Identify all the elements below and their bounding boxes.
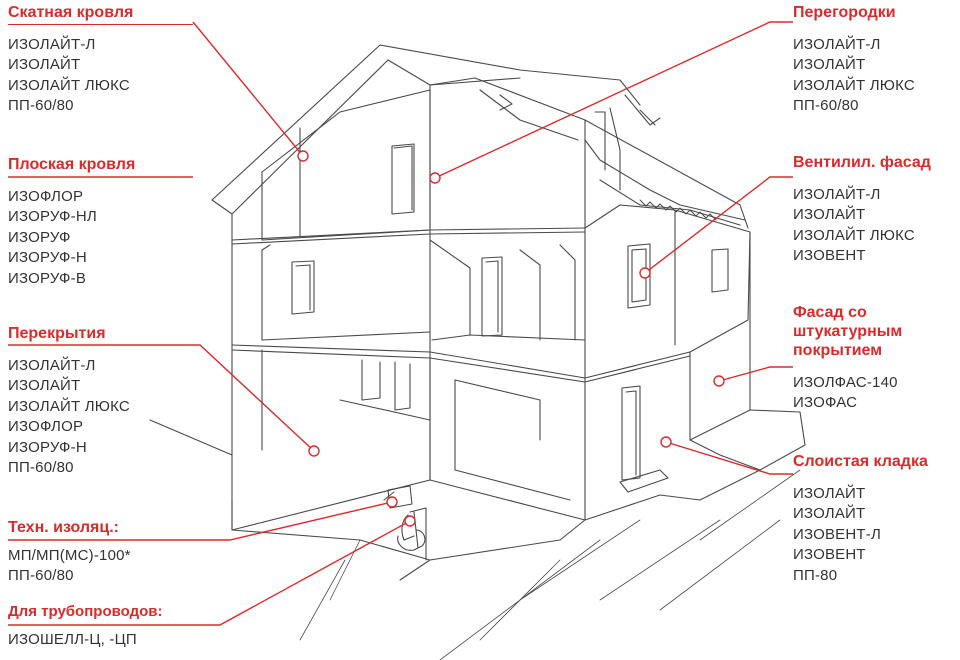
list-item: ПП-60/80 (8, 97, 74, 115)
item-list: ИЗОЛАЙТ-Л ИЗОЛАЙТ ИЗОЛАЙТ ЛЮКС ПП-60/80 (8, 35, 193, 117)
group-title: Слоистая кладка (793, 453, 928, 470)
item-list: ИЗОЛАЙТ-Л ИЗОЛАЙТ ИЗОЛАЙТ ЛЮКС ИЗОФЛОР И… (8, 356, 193, 478)
list-item: ИЗОРУФ-НЛ (8, 208, 97, 226)
list-item: ИЗОЛАЙТ ЛЮКС (8, 397, 130, 415)
list-item: МП/МП(МС)-100* (8, 547, 131, 564)
group-title-line: Фасад со (793, 304, 867, 321)
list-item: ИЗОЛАЙТ (8, 56, 81, 74)
list-item: ИЗОРУФ (8, 228, 71, 246)
list-item: ИЗОРУФ-Н (8, 249, 87, 267)
item-list: ИЗОЛФАС-140 ИЗОФАС (793, 373, 953, 414)
list-item: ИЗОФЛОР (8, 188, 84, 205)
item-list: ИЗОЛАЙТ-Л ИЗОЛАЙТ ИЗОЛАЙТ ЛЮКС ИЗОВЕНТ (793, 185, 953, 267)
list-item: ИЗОФАС (793, 394, 858, 412)
group-title: Техн. изоляц.: (8, 519, 119, 536)
list-item: ИЗОЛАЙТ-Л (793, 36, 881, 53)
group-layered-masonry: Слоистая кладка ИЗОЛАЙТ ИЗОЛАЙТ ИЗОВЕНТ-… (793, 452, 953, 586)
list-item: ИЗОЛФАС-140 (793, 374, 898, 391)
group-title-line: покрытием (793, 342, 883, 359)
list-item: ИЗОЛАЙТ-Л (8, 357, 96, 374)
item-list: ИЗОФЛОР ИЗОРУФ-НЛ ИЗОРУФ ИЗОРУФ-Н ИЗОРУФ… (8, 187, 193, 289)
item-list: МП/МП(МС)-100* ПП-60/80 (8, 546, 193, 587)
list-item: ИЗОЛАЙТ (8, 377, 81, 395)
list-item: ИЗОЛАЙТ (793, 206, 866, 224)
list-item: ИЗОШЕЛЛ-Ц, -ЦП (8, 631, 137, 648)
group-title: Вентилил. фасад (793, 154, 931, 171)
list-item: ИЗОРУФ-В (8, 269, 87, 287)
group-title: Перекрытия (8, 325, 106, 342)
list-item: ИЗОВЕНТ (793, 546, 866, 564)
group-title: Перегородки (793, 4, 896, 21)
group-ventilated-facade: Вентилил. фасад ИЗОЛАЙТ-Л ИЗОЛАЙТ ИЗОЛАЙ… (793, 153, 953, 267)
group-pipelines: Для трубопроводов: ИЗОШЕЛЛ-Ц, -ЦП (8, 602, 193, 650)
group-flat-roof: Плоская кровля ИЗОФЛОР ИЗОРУФ-НЛ ИЗОРУФ … (8, 155, 193, 289)
list-item: ИЗОЛАЙТ (793, 56, 866, 74)
item-list: ИЗОЛАЙТ-Л ИЗОЛАЙТ ИЗОЛАЙТ ЛЮКС ПП-60/80 (793, 35, 953, 117)
group-title: Для трубопроводов: (8, 603, 163, 620)
list-item: ИЗОЛАЙТ (793, 485, 866, 502)
item-list: ИЗОЛАЙТ ИЗОЛАЙТ ИЗОВЕНТ-Л ИЗОВЕНТ ПП-80 (793, 484, 953, 586)
list-item: ИЗОЛАЙТ-Л (8, 36, 96, 53)
list-item: ИЗОВЕНТ-Л (793, 525, 881, 543)
list-item: ИЗОЛАЙТ ЛЮКС (793, 226, 915, 244)
list-item: ИЗОЛАЙТ-Л (793, 186, 881, 203)
list-item: ИЗОРУФ-Н (8, 438, 87, 456)
group-partitions: Перегородки ИЗОЛАЙТ-Л ИЗОЛАЙТ ИЗОЛАЙТ ЛЮ… (793, 3, 953, 117)
group-title: Скатная кровля (8, 4, 134, 21)
group-title-line: штукатурным (793, 323, 903, 340)
list-item: ИЗОВЕНТ (793, 247, 866, 265)
group-plaster-facade: Фасад со штукатурным покрытием ИЗОЛФАС-1… (793, 303, 953, 414)
list-item: ПП-60/80 (8, 567, 74, 585)
list-item: ПП-60/80 (8, 459, 74, 477)
item-list: ИЗОШЕЛЛ-Ц, -ЦП (8, 630, 193, 650)
list-item: ИЗОФЛОР (8, 418, 84, 436)
group-floors: Перекрытия ИЗОЛАЙТ-Л ИЗОЛАЙТ ИЗОЛАЙТ ЛЮК… (8, 324, 193, 478)
list-item: ПП-80 (793, 566, 838, 584)
group-pitched-roof: Скатная кровля ИЗОЛАЙТ-Л ИЗОЛАЙТ ИЗОЛАЙТ… (8, 3, 193, 117)
list-item: ИЗОЛАЙТ ЛЮКС (793, 76, 915, 94)
group-tech-insulation: Техн. изоляц.: МП/МП(МС)-100* ПП-60/80 (8, 518, 193, 587)
list-item: ИЗОЛАЙТ (793, 505, 866, 523)
group-title: Плоская кровля (8, 156, 136, 173)
list-item: ПП-60/80 (793, 97, 859, 115)
list-item: ИЗОЛАЙТ ЛЮКС (8, 76, 130, 94)
group-underline (8, 24, 193, 25)
